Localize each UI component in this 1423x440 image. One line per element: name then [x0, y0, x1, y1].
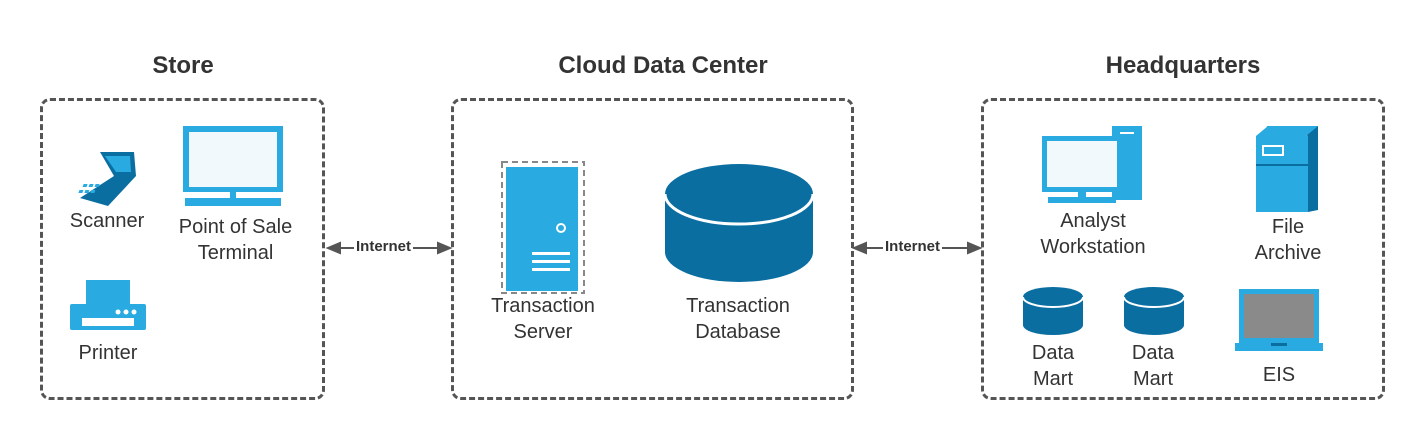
internet-label-left: Internet [354, 238, 414, 255]
analyst-workstation-icon [1042, 126, 1142, 203]
transaction-server-label-line1: Transaction [491, 295, 595, 317]
store-group [40, 98, 325, 400]
data-mart-2-label-line2: Mart [1133, 368, 1173, 390]
eis-label: EIS [1262, 364, 1296, 386]
transaction-database-icon [663, 164, 815, 282]
transaction-server-label-line2: Server [513, 321, 573, 343]
cloud-data-center-group [451, 98, 854, 400]
internet-label-right: Internet [883, 238, 943, 255]
pos-terminal-icon [183, 126, 283, 206]
scanner-label: Scanner [69, 210, 145, 232]
analyst-workstation-label-line1: Analyst [1060, 210, 1126, 232]
analyst-workstation-label-line2: Workstation [1040, 236, 1146, 258]
transaction-database-label-line2: Database [695, 321, 781, 343]
store-title: Store [152, 52, 214, 79]
data-mart-2-icon [1123, 287, 1185, 335]
pos-terminal-label-line1: Point of Sale [178, 216, 293, 238]
data-mart-1-icon [1022, 287, 1084, 335]
printer-label: Printer [78, 342, 138, 364]
headquarters-group [981, 98, 1385, 400]
data-mart-2-label-line1: Data [1131, 342, 1175, 364]
data-mart-1-label-line1: Data [1031, 342, 1075, 364]
pos-terminal-label-line2: Terminal [197, 242, 274, 264]
printer-icon [70, 280, 146, 330]
internet-connector-right [851, 241, 983, 255]
transaction-server-icon [501, 161, 585, 294]
scanner-icon [78, 152, 136, 206]
headquarters-title: Headquarters [1105, 52, 1261, 79]
file-archive-label-line1: File [1271, 216, 1305, 238]
file-archive-icon [1256, 126, 1318, 212]
transaction-database-label-line1: Transaction [686, 295, 790, 317]
file-archive-label-line2: Archive [1254, 242, 1322, 264]
eis-laptop-icon [1235, 289, 1323, 351]
cloud-data-center-title: Cloud Data Center [558, 52, 768, 79]
data-mart-1-label-line2: Mart [1033, 368, 1073, 390]
